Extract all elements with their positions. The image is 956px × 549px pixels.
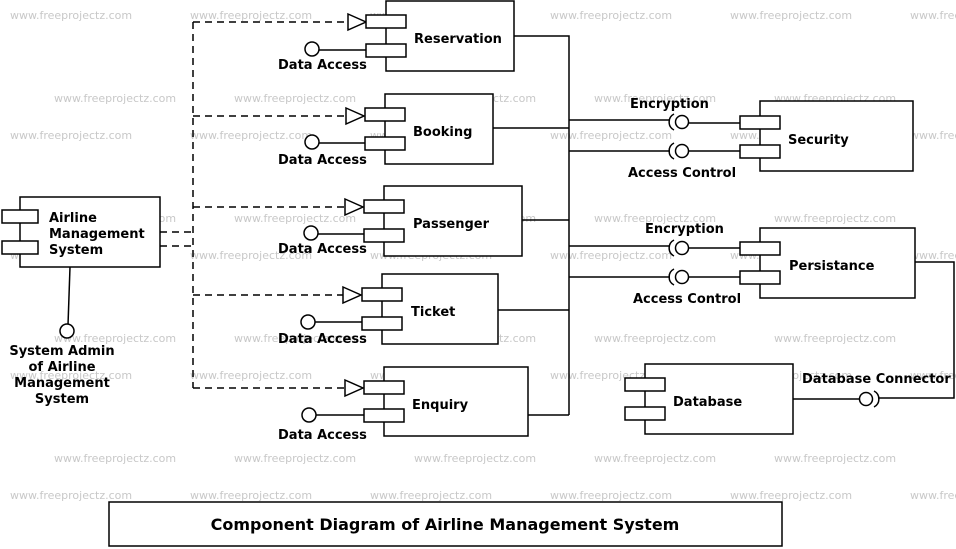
watermark-text: www.freeprojectz.com [54,332,176,345]
watermark-text: www.freeprojectz.com [370,489,492,502]
watermark-text: www.freeprojectz.com [550,9,672,22]
watermark-text: www.freeprojectz.com [234,212,356,225]
watermark-text: www.freeprojectz.com [10,489,132,502]
diagram-title: Component Diagram of Airline Management … [108,501,783,547]
system-admin-line2: of Airline [28,360,95,375]
title-text: Component Diagram of Airline Management … [211,515,680,534]
watermark-text: www.freeprojectz.com [594,212,716,225]
watermark-text: www.freeprojectz.com [594,92,716,105]
security-label: Security [788,133,849,148]
watermark-text: www.freeprojectz.com [10,129,132,142]
watermark-text: www.freeprojectz.com [190,9,312,22]
persistance-label: Persistance [789,259,875,274]
component-booking: Booking Data Access [278,93,494,168]
airline-label-line3: System [49,243,103,258]
watermark-text: www.freeprojectz.com [774,332,896,345]
persistance-access-control-label: Access Control [633,292,741,307]
system-admin-line4: System [35,392,89,407]
watermark-text: www.freeprojectz.com [594,332,716,345]
watermark-text: www.freeprojectz.com [594,452,716,465]
watermark-text: www.freeprojectz.com [550,249,672,262]
watermark-text: www.freeprojectz.com [730,489,852,502]
passenger-data-access-label: Data Access [278,242,367,257]
enquiry-label: Enquiry [412,398,469,413]
watermark-text: www.freeprojectz.com [774,452,896,465]
watermark-text: www.freeprojectz.com [234,452,356,465]
watermark-text: www.freeprojectz.com [234,92,356,105]
reservation-data-access-label: Data Access [278,58,367,73]
component-passenger: Passenger Data Access [278,185,523,257]
component-security: Security Encryption Access Control [628,97,914,181]
watermark-text: www.freeprojectz.com [910,489,956,502]
enquiry-data-access-label: Data Access [278,428,367,443]
watermark-text: www.freeprojectz.com [54,92,176,105]
security-access-control-label: Access Control [628,166,736,181]
watermark-text: www.freeprojectz.com [10,9,132,22]
watermark-text: www.freeprojectz.com [730,9,852,22]
component-ticket: Ticket Data Access [278,273,499,347]
ticket-data-access-label: Data Access [278,332,367,347]
database-connector-label: Database Connector [802,372,951,387]
watermark-text: www.freeprojectz.com [190,249,312,262]
interface-system-admin: System Admin of Airline Management Syste… [9,266,115,407]
system-admin-line3: Management [14,376,110,391]
booking-data-access-label: Data Access [278,153,367,168]
watermark-text: www.freeprojectz.com [550,489,672,502]
component-enquiry: Enquiry Data Access [278,366,529,443]
reservation-label: Reservation [414,32,502,47]
watermark-text: www.freeprojectz.com [190,369,312,382]
watermark-text: www.freeprojectz.com [910,249,956,262]
watermark-text: www.freeprojectz.com [774,212,896,225]
ticket-label: Ticket [411,305,455,320]
database-label: Database [673,395,742,410]
watermark-text: www.freeprojectz.com [190,129,312,142]
watermark-text: www.freeprojectz.com [910,9,956,22]
component-reservation: Reservation Data Access [278,0,515,73]
persistance-encryption-label: Encryption [645,222,724,237]
watermark-text: www.freeprojectz.com [414,452,536,465]
watermark-text: www.freeprojectz.com [10,369,132,382]
watermark-text: www.freeprojectz.com [190,489,312,502]
watermark-text: www.freeprojectz.com [550,129,672,142]
watermark-text: www.freeprojectz.com [910,369,956,382]
watermark-text: www.freeprojectz.com [234,332,356,345]
airline-label-line2: Management [49,227,145,242]
system-admin-line1: System Admin [9,344,114,359]
component-persistance: Persistance Encryption Access Control [633,222,955,399]
passenger-label: Passenger [413,217,490,232]
booking-label: Booking [413,125,472,140]
watermark-text: www.freeprojectz.com [54,452,176,465]
airline-label-line1: Airline [49,211,97,226]
watermark-text: www.freeprojectz.com [910,129,956,142]
component-airline-management-system: Airline Management System [1,196,161,268]
component-database: Database Database Connector [624,363,951,435]
dependency-lines [160,12,368,398]
connection-bus [493,35,670,416]
security-encryption-label: Encryption [630,97,709,112]
